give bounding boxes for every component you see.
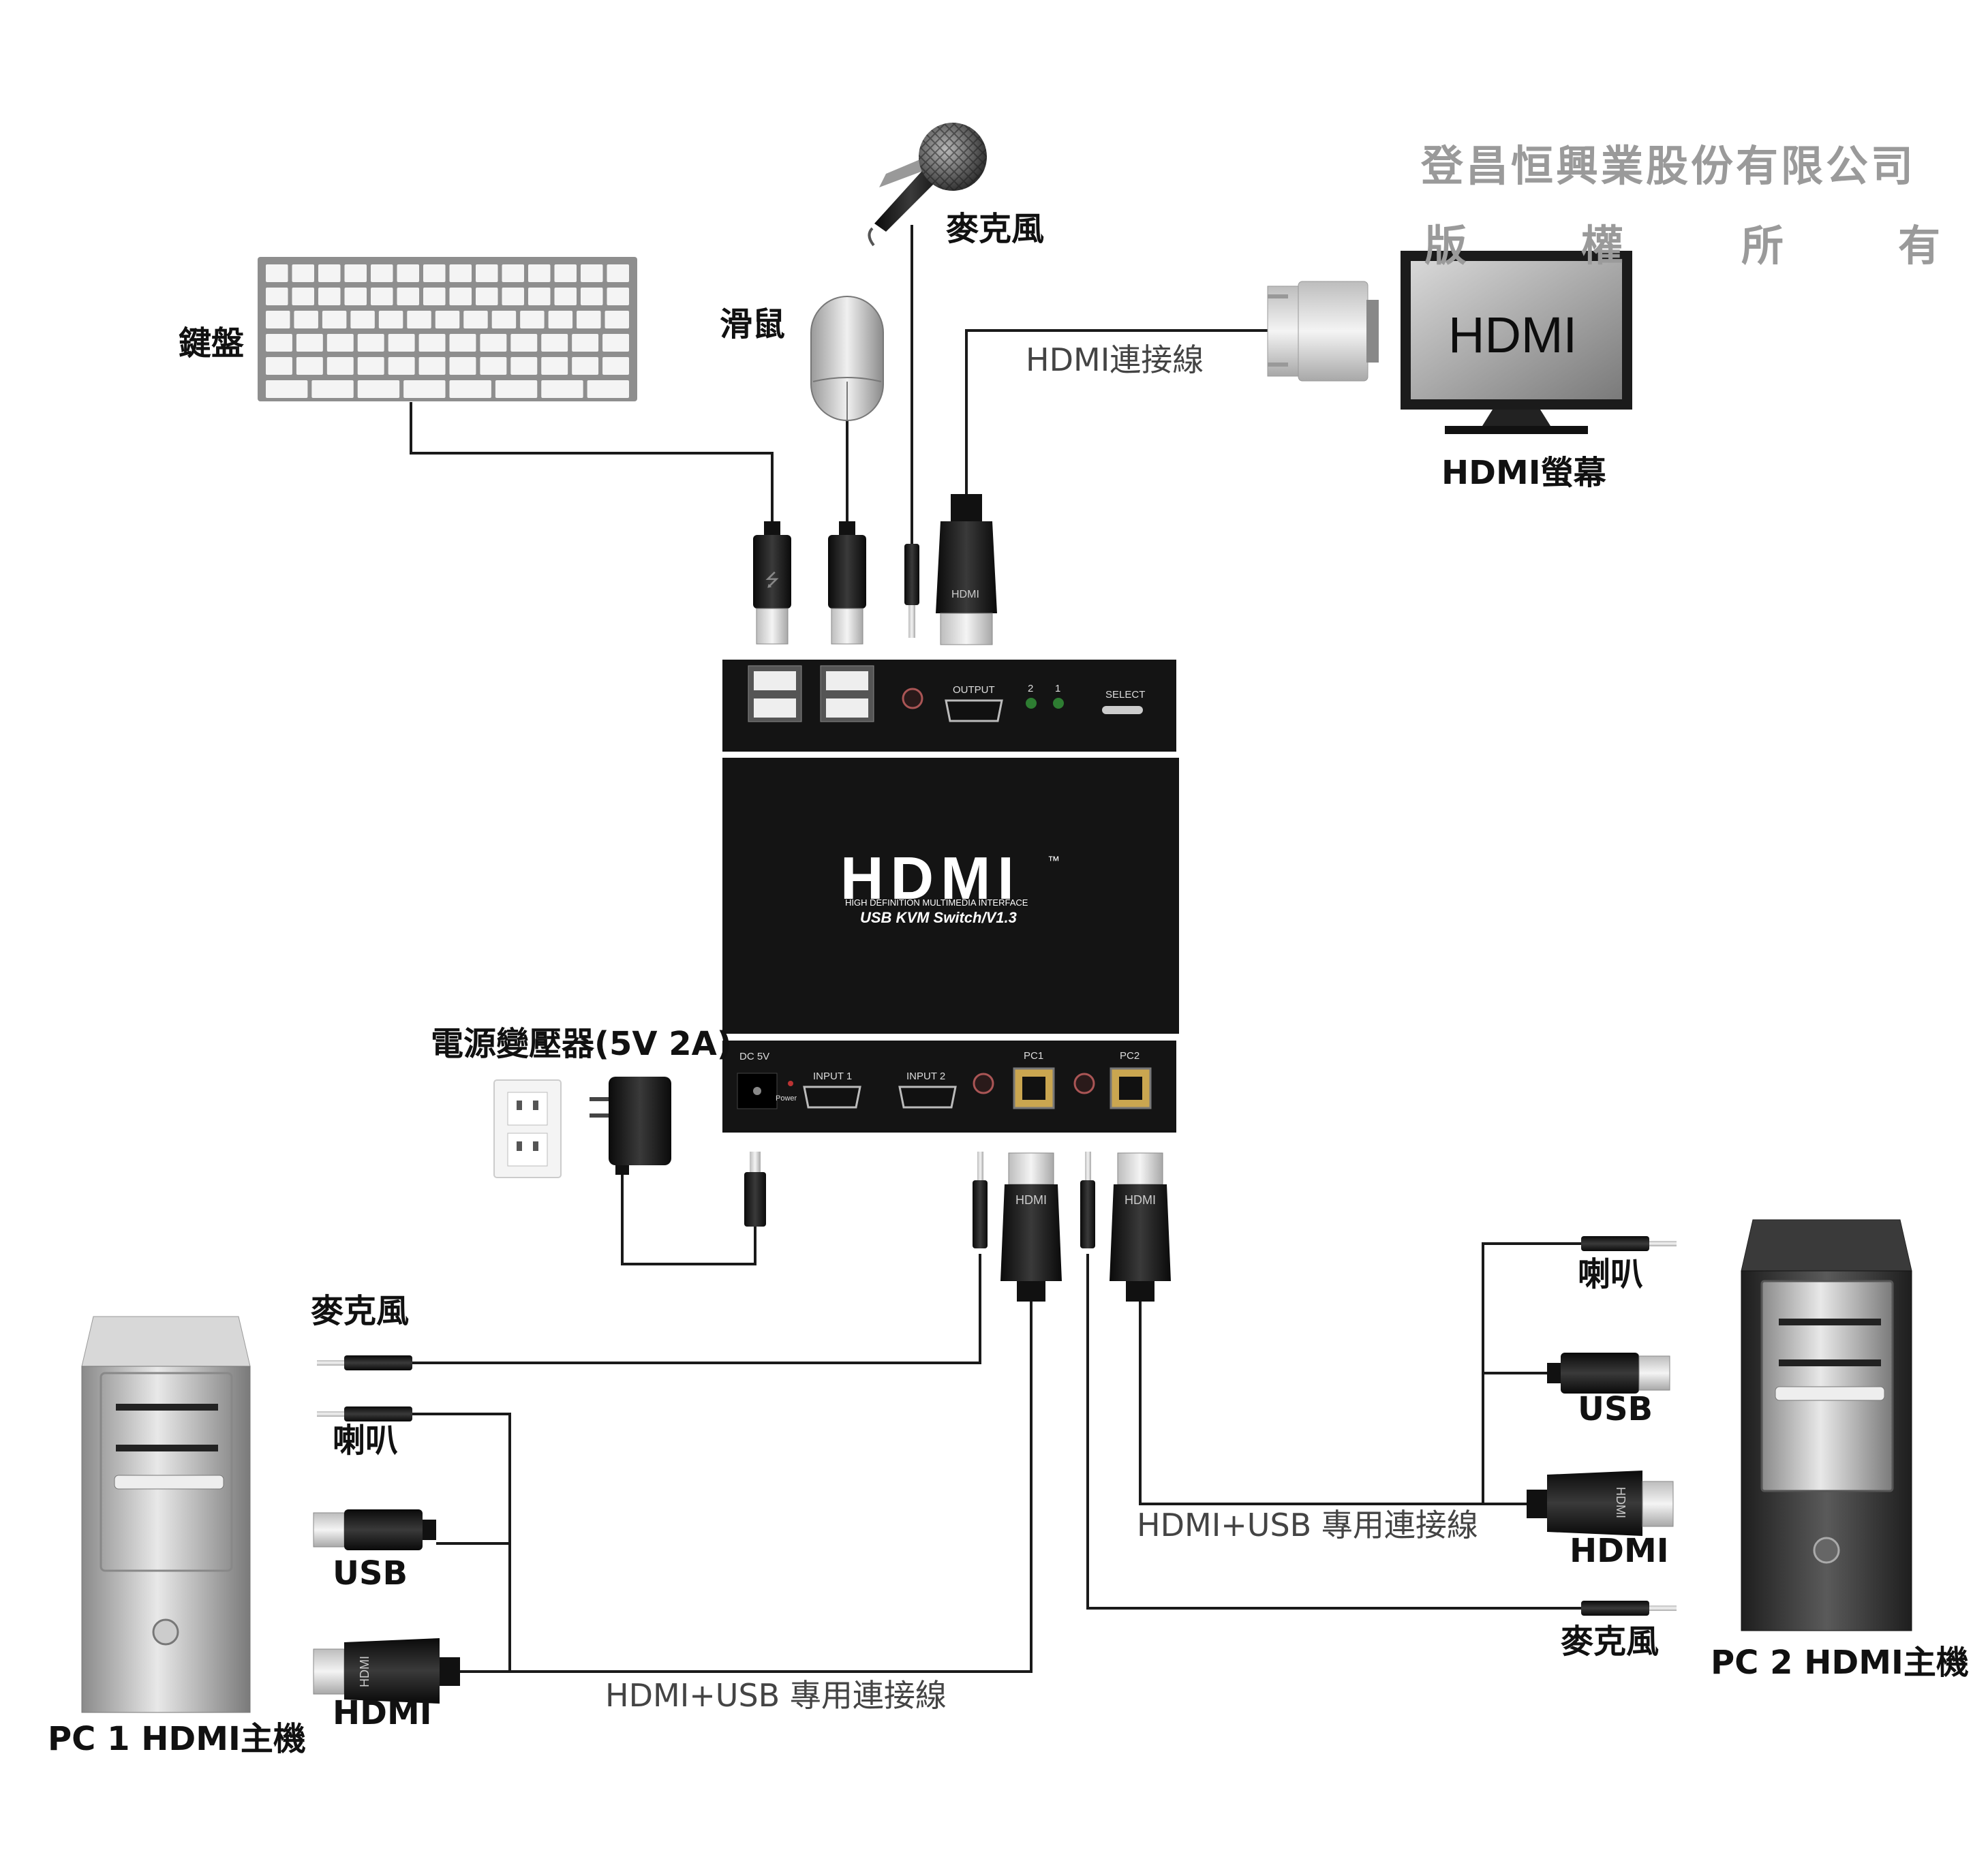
pc2-speaker-jack bbox=[1581, 1236, 1677, 1251]
pc1-tower-icon bbox=[81, 1316, 251, 1713]
front-output-label: OUTPUT bbox=[953, 684, 995, 696]
kvm-front-panel bbox=[722, 660, 1176, 752]
pc1-hdmi-plug-tag: HDMI bbox=[1015, 1193, 1047, 1207]
top-hdmi-plug-tag: HDMI bbox=[951, 589, 979, 600]
top-audio-plug bbox=[904, 544, 919, 638]
kvm-model: USB KVM Switch/V1.3 bbox=[860, 909, 1017, 926]
pc2-speaker-label: 喇叭 bbox=[1578, 1255, 1644, 1293]
rear-input2-label: INPUT 2 bbox=[906, 1071, 946, 1082]
front-led2-label: 2 bbox=[1028, 683, 1034, 694]
pc1-mic-jack bbox=[317, 1355, 412, 1370]
kvm-body bbox=[722, 758, 1179, 1034]
cable-right-label: HDMI+USB 專用連接線 bbox=[1137, 1507, 1478, 1543]
keyboard-cable bbox=[410, 402, 774, 525]
pc1-hdmi-label: HDMI bbox=[333, 1694, 432, 1732]
pc2-combo-cable bbox=[1139, 1302, 1530, 1505]
copyright-char-2: 權 bbox=[1581, 221, 1627, 271]
rear-power-label: Power bbox=[776, 1094, 797, 1103]
copyright-char-4: 有 bbox=[1898, 221, 1944, 271]
pc2-audio-plug bbox=[1080, 1152, 1095, 1248]
copyright-company: 登昌恒興業股份有限公司 bbox=[1421, 141, 1916, 191]
power-adapter-icon bbox=[590, 1077, 671, 1175]
pc2-speaker-branch bbox=[1482, 1242, 1581, 1504]
pc2-mic-cable bbox=[1086, 1254, 1581, 1610]
kvm-hdmi-logo: HDMI bbox=[840, 844, 1021, 912]
cable-left-label: HDMI+USB 專用連接線 bbox=[605, 1677, 947, 1714]
pc1-speaker-label: 喇叭 bbox=[333, 1421, 399, 1460]
pc1-audio-plug bbox=[973, 1152, 988, 1248]
kvm-subtitle: HIGH DEFINITION MULTIMEDIA INTERFACE bbox=[845, 897, 1028, 908]
top-usb-plug-mouse bbox=[828, 521, 866, 645]
pc2-usb-connector bbox=[1547, 1353, 1670, 1394]
top-hdmi-plug bbox=[936, 494, 997, 645]
pc1-label: PC 1 HDMI主機 bbox=[48, 1720, 306, 1758]
pc1-mic-label: 麥克風 bbox=[311, 1292, 410, 1330]
mouse-icon bbox=[810, 296, 884, 421]
dc-plug-icon bbox=[744, 1152, 766, 1227]
pc1-hdmi-plug bbox=[1000, 1152, 1062, 1302]
rear-dc-label: DC 5V bbox=[739, 1051, 770, 1062]
svg-text:⭍: ⭍ bbox=[765, 570, 780, 591]
power-cable bbox=[621, 1158, 756, 1265]
pc2-hdmi-label: HDMI bbox=[1570, 1532, 1669, 1570]
hdmi-cable-top-label: HDMI連接線 bbox=[1026, 341, 1204, 378]
hdmi-monitor-cable bbox=[965, 329, 1274, 497]
mouse-label: 滑鼠 bbox=[720, 305, 786, 343]
monitor-icon bbox=[1401, 251, 1632, 434]
monitor-label: HDMI螢幕 bbox=[1441, 454, 1606, 492]
pc1-speaker-jack bbox=[317, 1406, 412, 1421]
front-select-label: SELECT bbox=[1105, 689, 1146, 701]
pc1-hdmi-connector bbox=[313, 1638, 460, 1704]
power-adapter-label: 電源變壓器(5V 2A) bbox=[431, 1025, 732, 1063]
pc2-tower-icon bbox=[1741, 1219, 1912, 1631]
pc1-combo-cable bbox=[460, 1302, 1033, 1673]
front-led1-label: 1 bbox=[1055, 683, 1061, 694]
kvm-rear-panel bbox=[722, 1041, 1176, 1133]
top-usb-plug-keyboard: ⭍ bbox=[753, 521, 791, 645]
pc2-usb-label: USB bbox=[1578, 1390, 1653, 1428]
rear-input1-label: INPUT 1 bbox=[813, 1071, 853, 1082]
pc1-usb-connector bbox=[313, 1509, 436, 1550]
keyboard-label: 鍵盤 bbox=[179, 324, 245, 363]
copyright-char-3: 所 bbox=[1741, 221, 1787, 271]
kvm-tm-mark: ™ bbox=[1047, 854, 1060, 867]
pc2-mic-jack bbox=[1581, 1601, 1677, 1616]
pc2-hdmi-plug bbox=[1110, 1152, 1171, 1302]
pc1-speaker-branch bbox=[412, 1413, 511, 1672]
pc1-usb-label: USB bbox=[333, 1554, 408, 1593]
wall-outlet-icon bbox=[493, 1079, 562, 1178]
pc2-label: PC 2 HDMI主機 bbox=[1711, 1644, 1969, 1682]
pc2-hdmi-connector bbox=[1527, 1471, 1674, 1536]
microphone-icon bbox=[868, 123, 987, 247]
rear-pc2-label: PC2 bbox=[1120, 1050, 1140, 1062]
monitor-screen-text: HDMI bbox=[1448, 307, 1578, 363]
pc1-hdmi-connector-tag: HDMI bbox=[358, 1656, 371, 1687]
pc2-mic-label: 麥克風 bbox=[1561, 1623, 1660, 1661]
mic-top-label: 麥克風 bbox=[946, 210, 1045, 248]
pc2-hdmi-connector-tag: HDMI bbox=[1614, 1487, 1627, 1518]
monitor-hdmi-connector-icon bbox=[1267, 281, 1379, 382]
rear-pc1-label: PC1 bbox=[1024, 1050, 1044, 1062]
pc2-hdmi-plug-tag: HDMI bbox=[1125, 1193, 1156, 1207]
cables bbox=[410, 225, 1581, 1673]
copyright-char-1: 版 bbox=[1424, 221, 1470, 271]
pc1-mic-cable bbox=[412, 1254, 981, 1364]
keyboard-icon bbox=[258, 257, 637, 401]
